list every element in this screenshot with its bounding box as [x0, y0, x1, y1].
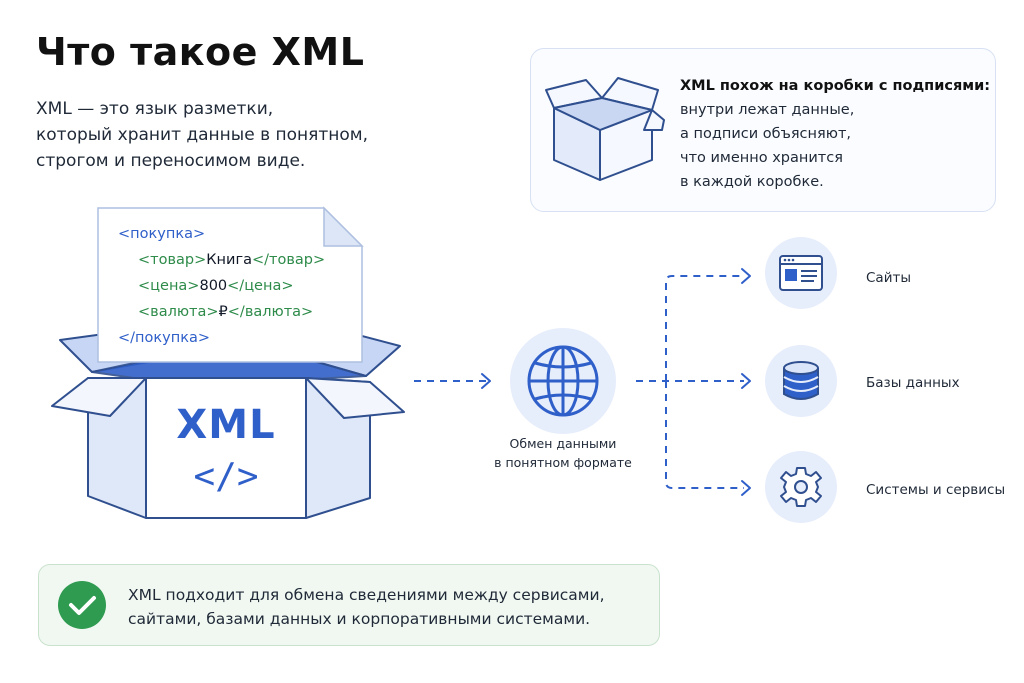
- code-root-open: <покупка>: [118, 226, 206, 242]
- code-brackets-icon: </>: [193, 456, 259, 497]
- code-tag: </валюта>: [227, 304, 314, 320]
- code-root-close: </покупка>: [118, 330, 210, 346]
- code-tag: </цена>: [227, 278, 294, 294]
- intro-line: строгом и переносимом виде.: [36, 151, 306, 171]
- info-card-line: а подписи объясняют,: [680, 126, 851, 142]
- box-xml-label: XML: [176, 402, 276, 448]
- code-value: Книга: [206, 252, 252, 268]
- check-circle-icon: [58, 581, 106, 629]
- exchange-label-line: в понятном формате: [494, 455, 632, 470]
- summary-note-line: сайтами, базами данных и корпоративными …: [128, 610, 591, 628]
- xml-code-block: <покупка> <товар>Книга</товар> <цена>800…: [98, 208, 363, 358]
- page-title: Что такое XML: [36, 30, 365, 74]
- summary-note: [38, 564, 660, 646]
- target-label-databases: Базы данных: [866, 375, 960, 391]
- intro-line: который хранит данные в понятном,: [36, 125, 368, 145]
- code-tag: <валюта>: [138, 304, 219, 320]
- xml-document-icon: [97, 206, 364, 363]
- database-icon: [765, 345, 837, 417]
- summary-note-text: XML подходит для обмена сведениями между…: [128, 583, 605, 631]
- code-tag: <товар>: [138, 252, 207, 268]
- code-line-price: <цена>800</цена>: [138, 278, 294, 294]
- target-label-systems: Системы и сервисы: [866, 482, 1006, 498]
- browser-window-icon: [765, 237, 837, 309]
- code-line-currency: <валюта>₽</валюта>: [138, 304, 313, 320]
- info-card-heading: XML похож на коробки с подписями:: [680, 78, 991, 94]
- globe-icon: [510, 328, 616, 434]
- open-box-icon: [545, 77, 665, 181]
- info-card-text: XML похож на коробки с подписями: внутри…: [680, 74, 990, 194]
- info-card-line: внутри лежат данные,: [680, 102, 855, 118]
- info-card-line: что именно хранится: [680, 150, 843, 166]
- xml-box-illustration: [51, 325, 405, 519]
- code-tag: <цена>: [138, 278, 200, 294]
- exchange-label: Обмен данными в понятном формате: [478, 434, 648, 472]
- code-value: ₽: [218, 304, 228, 320]
- intro-line: XML — это язык разметки,: [36, 99, 274, 119]
- intro-text: XML — это язык разметки, который хранит …: [36, 96, 436, 174]
- code-line-item: <товар>Книга</товар>: [138, 252, 325, 268]
- code-tag: </товар>: [251, 252, 326, 268]
- info-card-line: в каждой коробке.: [680, 174, 824, 190]
- gear-icon: [765, 451, 837, 523]
- code-value: 800: [199, 278, 228, 294]
- summary-note-line: XML подходит для обмена сведениями между…: [128, 586, 605, 604]
- exchange-label-line: Обмен данными: [509, 436, 617, 451]
- target-label-sites: Сайты: [866, 270, 911, 286]
